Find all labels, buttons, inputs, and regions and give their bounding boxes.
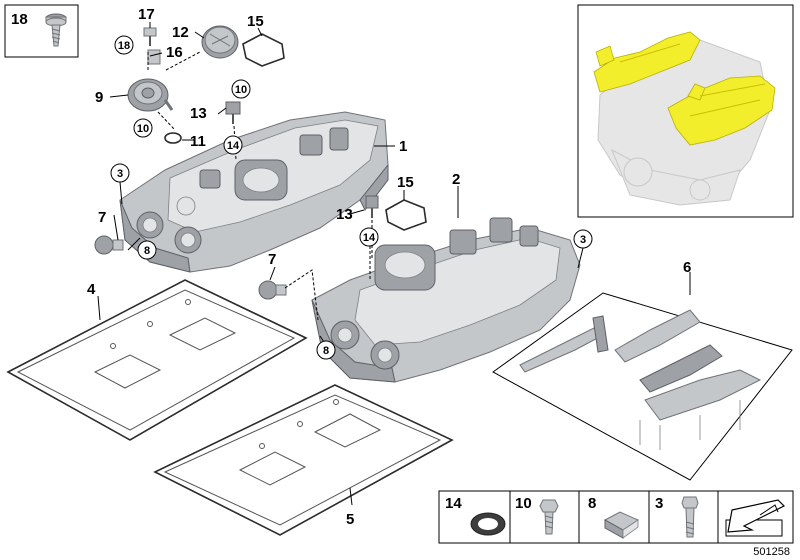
legend-label-3: 3 [655, 495, 663, 512]
sensor-13-top [225, 101, 241, 124]
gasket-set-4 [6, 279, 308, 441]
callout-2: 2 [452, 171, 460, 188]
o-ring-11 [164, 132, 182, 144]
long-bolt-icon [681, 496, 699, 538]
screw-box-18: 18 [4, 4, 79, 58]
svg-text:8: 8 [323, 345, 329, 357]
callout-10-circle-top: 10 [231, 79, 251, 99]
sensor-13-mid [365, 195, 379, 218]
part-code-number: 501258 [753, 546, 790, 558]
o-ring-icon [470, 512, 506, 536]
cylinder-head-cover-2 [311, 217, 581, 383]
callout-6: 6 [683, 259, 691, 276]
legend-label-8: 8 [588, 495, 596, 512]
oil-filler-cap [201, 25, 239, 59]
callout-12: 12 [172, 24, 189, 41]
callout-3-circle-top: 3 [110, 163, 130, 183]
legend-label-10: 10 [515, 495, 532, 512]
svg-text:18: 18 [118, 40, 130, 52]
svg-text:8: 8 [144, 245, 150, 257]
callout-5: 5 [346, 511, 354, 528]
legend-label-14: 14 [445, 495, 462, 512]
legend-item-3: 3 [655, 495, 699, 538]
callout-8-circle-mid: 8 [316, 340, 336, 360]
svg-text:3: 3 [117, 168, 123, 180]
svg-text:14: 14 [363, 232, 376, 244]
camshaft-sensor-7-mid [258, 280, 287, 300]
svg-text:3: 3 [580, 234, 586, 246]
callout-15-mid: 15 [397, 174, 414, 191]
svg-text:14: 14 [227, 140, 240, 152]
gasket-set-5 [153, 384, 454, 536]
cylinder-head-cover-1 [119, 111, 389, 273]
sealing-ring-15-mid [385, 199, 427, 231]
camshaft-sensor-7-top [94, 235, 124, 255]
bracket-16 [147, 49, 161, 65]
callout-14-circle-top: 14 [223, 135, 243, 155]
callout-7-top: 7 [98, 209, 106, 226]
callout-18-circle: 18 [114, 35, 134, 55]
callout-10-circle-left: 10 [133, 118, 153, 138]
sensor-17 [143, 27, 157, 46]
torx-screw-icon [45, 13, 67, 47]
hex-bolt-icon [539, 499, 559, 535]
highlighted-cylinder-head-covers [593, 31, 776, 146]
callout-17: 17 [138, 6, 155, 23]
breather-set-6-frame [492, 292, 793, 481]
callout-3-circle-right: 3 [573, 229, 593, 249]
engine-overview-inset [577, 4, 794, 218]
callout-9: 9 [95, 89, 103, 106]
callout-16: 16 [166, 44, 183, 61]
callout-13-mid: 13 [336, 206, 353, 223]
sealing-ring-15-top [242, 33, 285, 67]
callout-14-circle-mid: 14 [359, 227, 379, 247]
callout-1: 1 [399, 138, 407, 155]
callout-8-circle-top: 8 [137, 240, 157, 260]
legend-item-10: 10 [515, 495, 559, 535]
svg-text:10: 10 [235, 84, 247, 96]
callout-15-top: 15 [247, 13, 264, 30]
callout-13-top: 13 [190, 105, 207, 122]
callout-4: 4 [87, 281, 96, 298]
legend-item-14: 14 [445, 495, 506, 536]
callout-18: 18 [11, 11, 28, 28]
callout-labels: 1 2 4 5 6 7 7 9 11 12 13 13 15 15 16 17 [87, 6, 691, 528]
clip-nut-icon [603, 511, 640, 539]
legend-strip: 14 10 8 3 [438, 490, 794, 544]
legend-item-8: 8 [588, 495, 640, 539]
callout-7-mid: 7 [268, 251, 276, 268]
callout-11: 11 [190, 133, 206, 150]
svg-text:10: 10 [137, 123, 149, 135]
pressure-control-valve-9 [127, 78, 174, 112]
breather-pipes-6 [519, 309, 762, 450]
direction-arrow-icon [725, 499, 786, 537]
circled-callouts: 3 3 8 8 10 10 14 14 [110, 35, 593, 360]
